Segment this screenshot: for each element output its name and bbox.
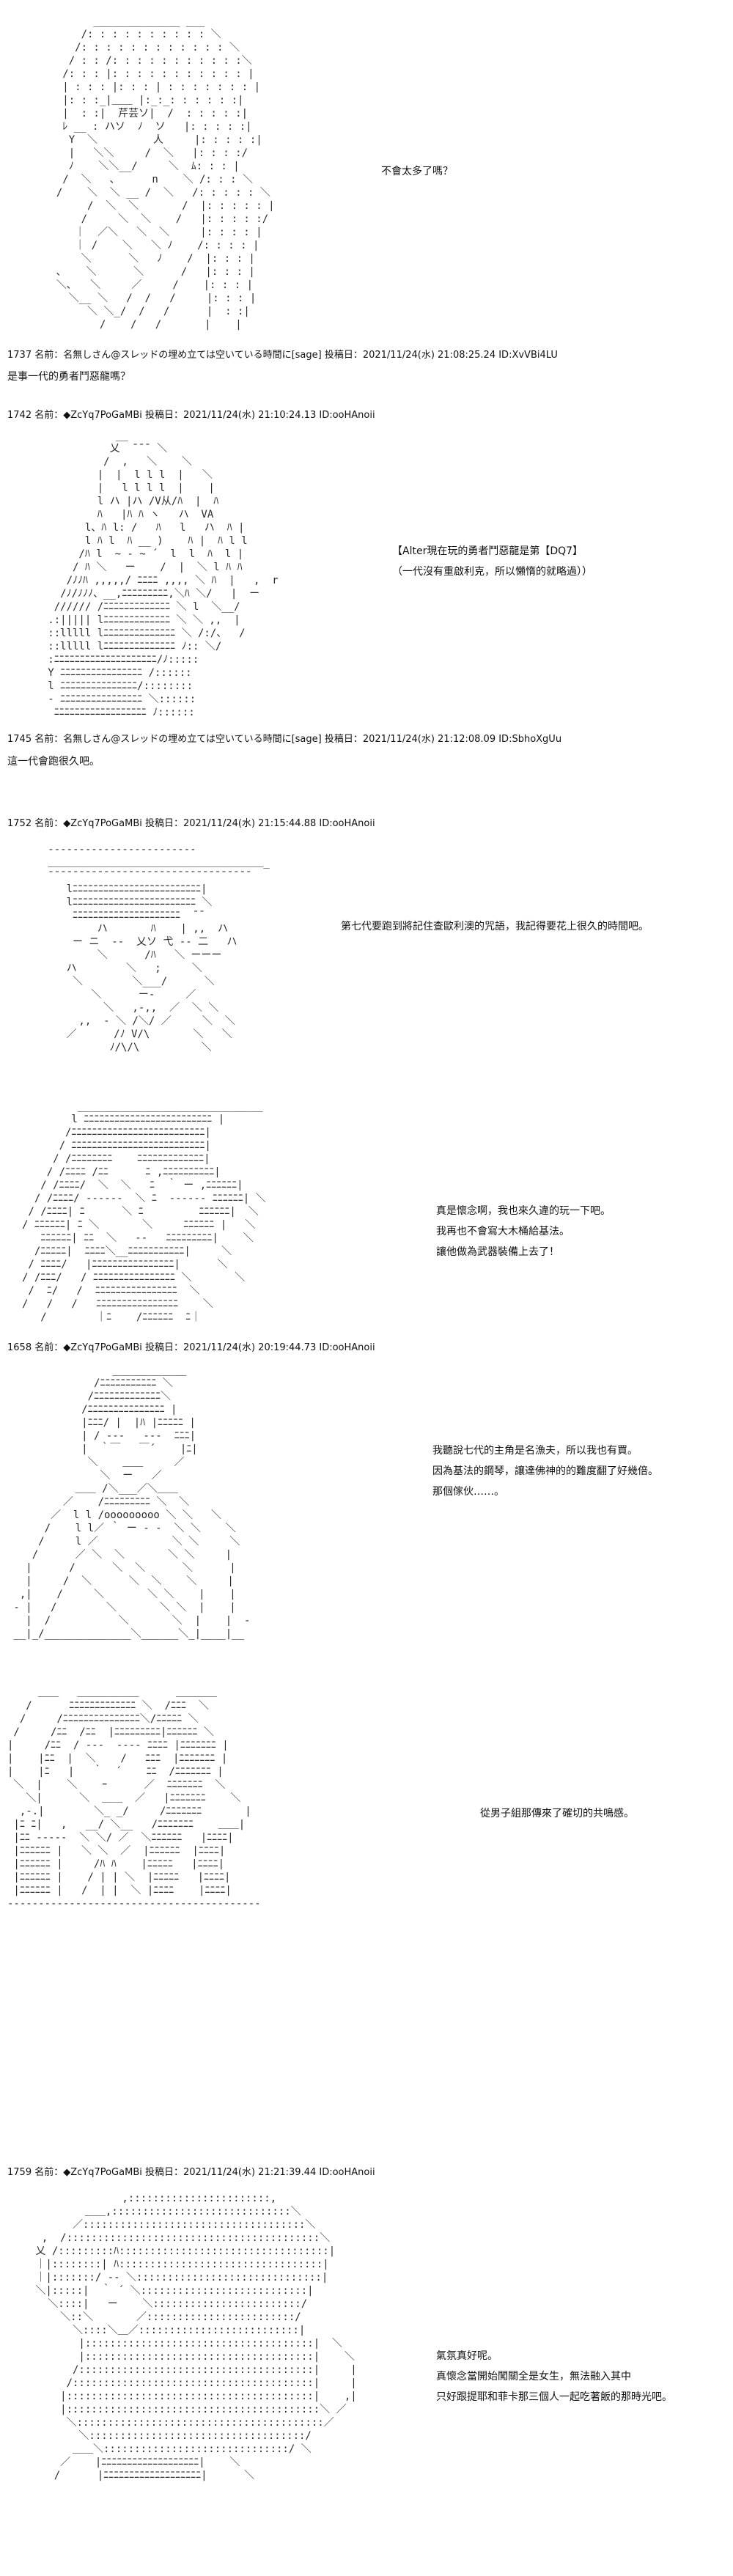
dialogue-line: 因為基法的鋼琴，讓達佛神的的難度翻了好幾倍。 [432,1465,658,1477]
dialogue-line: （一代沒有重啟利克，所以懶惰的就略過）） [392,566,592,578]
ascii-art: ,:::::::::::::::::::::::, ＿＿,:::::::::::… [35,2193,357,2481]
dialogue-text: 真是懷念啊，我也來久違的玩一下吧。 我再也不會寫大木桶給基法。 讓他做為武器裝備… [436,1201,611,1262]
dialogue-line: 氣氛真好呢。 [436,2350,498,2362]
dialogue-line: 第七代要跑到將記住查歐利澳的咒語，我記得要花上很久的時間吧。 [341,921,649,932]
post-header: 1759 名前：◆ZcYq7PoGaMBi 投稿日：2021/11/24(水) … [7,2167,375,2178]
dialogue-line: 真是懷念啊，我也來久違的玩一下吧。 [436,1205,611,1217]
dialogue-line: 我再也不會寫大木桶給基法。 [436,1226,570,1237]
ascii-art: ______________ ___ /: : : : : : : : : : … [56,15,275,331]
ascii-art: ‐‐‐‐‐‐‐‐‐‐‐‐‐‐‐‐‐‐‐‐‐‐‐‐ ＿＿＿＿＿＿＿＿＿＿＿＿＿＿＿… [48,844,270,1053]
ascii-art: ＿＿ ＿＿＿＿＿＿ ＿＿＿＿ / ﾆﾆﾆﾆﾆﾆﾆﾆﾆﾆﾆﾆﾆ ＼ /ﾆﾆﾆ ＼ … [7,1687,261,1910]
ascii-art: ____________ /ﾆﾆﾆﾆﾆﾆﾆﾆﾆﾆﾆ ＼ /ﾆﾆﾆﾆﾆﾆﾆﾆﾆﾆﾆ… [13,1364,251,1640]
dialogue-line: 我聽說七代的主角是名漁夫，所以我也有買。 [432,1445,638,1457]
dialogue-text: 不會太多了嗎？ [381,161,453,182]
dialogue-line: 讓他做為武器裝備上去了！ [436,1246,559,1258]
ascii-art: __ 乂 ¯¯¯ ＼ / , ＼ ＼ | | l l l | ＼ | l l l… [48,430,279,718]
post-header: 1745 名前：名無しさん@スレッドの埋め立ては空いている時間に[sage] 投… [7,734,562,745]
dialogue-line: 【Alter現在玩的勇者鬥惡龍是第【DQ7】 [392,545,583,557]
post-header: 1658 名前：◆ZcYq7PoGaMBi 投稿日：2021/11/24(水) … [7,1342,375,1353]
dialogue-line: 真懷念當開始闖關全是女生，無法融入其中 [436,2371,631,2382]
dialogue-text: 從男子組那傳來了確切的共鳴感。 [480,1803,634,1824]
dialogue-text: 【Alter現在玩的勇者鬥惡龍是第【DQ7】 （一代沒有重啟利克，所以懶惰的就略… [392,541,592,582]
dialogue-line: 那個傢伙……。 [432,1486,504,1498]
dialogue-text: 我聽說七代的主角是名漁夫，所以我也有買。 因為基法的鋼琴，讓達佛神的的難度翻了好… [432,1440,658,1502]
post-header: 1752 名前：◆ZcYq7PoGaMBi 投稿日：2021/11/24(水) … [7,818,375,829]
dialogue-line: 不會太多了嗎？ [381,166,453,177]
dialogue-line: 從男子組那傳來了確切的共鳴感。 [480,1808,634,1819]
post-header: 1742 名前：◆ZcYq7PoGaMBi 投稿日：2021/11/24(水) … [7,410,375,421]
dialogue-text: 第七代要跑到將記住查歐利澳的咒語，我記得要花上很久的時間吧。 [341,916,649,937]
post-comment: 這一代會跑很久吧。 [7,756,100,768]
ascii-art: ______________________________ l ﾆﾆﾆﾆﾆﾆﾆ… [22,1100,266,1323]
dialogue-line: 只好跟提耶和菲卡那三個人一起吃著飯的那時光吧。 [436,2391,672,2403]
dialogue-text: 氣氛真好呢。 真懷念當開始闖關全是女生，無法融入其中 只好跟提耶和菲卡那三個人一… [436,2346,672,2407]
post-comment: 是事一代的勇者鬥惡龍嗎？ [7,371,130,383]
post-header: 1737 名前：名無しさん@スレッドの埋め立ては空いている時間に[sage] 投… [7,350,558,361]
